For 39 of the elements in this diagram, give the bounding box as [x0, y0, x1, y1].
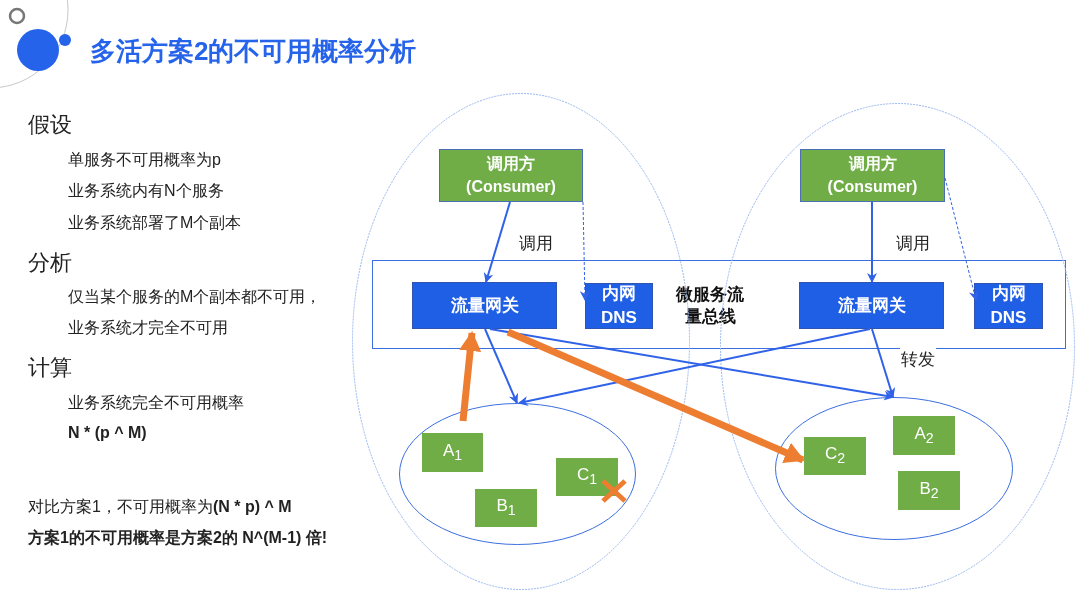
formula-text: N * (p ^ M): [68, 424, 147, 442]
replica-group-ellipse: [399, 403, 636, 545]
arrow: [484, 328, 518, 404]
section-heading: 计算: [28, 354, 72, 382]
replica-group-ellipse: [775, 397, 1013, 540]
bullet-text: 业务系统才完全不可用: [68, 318, 228, 338]
bus-label: 微服务流量总线: [675, 284, 745, 329]
arrow: [489, 328, 894, 401]
arrow: [459, 331, 482, 422]
comparison-text: 对比方案1，不可用概率为(N * p) ^ M: [28, 497, 292, 517]
replica-box: B$_{2}$: [898, 471, 960, 510]
replica-box: B$_{1}$: [475, 489, 537, 527]
replica-box: A$_{2}$: [893, 416, 955, 455]
arrow: [506, 328, 805, 464]
arrow: [867, 201, 877, 283]
arrow: [518, 328, 871, 407]
dns-box: 内网 DNS: [585, 283, 653, 329]
section-heading: 分析: [28, 249, 72, 277]
dns-box: 内网 DNS: [974, 283, 1043, 329]
arrow: [579, 201, 590, 301]
bullet-text: 业务系统内有N个服务: [68, 181, 224, 201]
bullet-text: 业务系统部署了M个副本: [68, 213, 242, 233]
arrow: [944, 177, 979, 301]
conclusion-text: 方案1的不可用概率是方案2的 N^(M-1) 倍!: [28, 528, 328, 548]
bullet-text: 单服务不可用概率为p: [68, 150, 221, 170]
bullet-text: 仅当某个服务的M个副本都不可用，: [68, 287, 322, 307]
consumer-box: 调用方 (Consumer): [439, 149, 583, 202]
replica-box: C$_{2}$: [804, 437, 866, 475]
replica-box: C$_{1}$: [556, 458, 618, 496]
replica-box: A$_{1}$: [422, 433, 483, 472]
gateway-box: 流量网关: [799, 282, 944, 329]
slide-title: 多活方案2的不可用概率分析: [90, 35, 417, 68]
edge-label: 转发: [900, 348, 936, 371]
arrow: [483, 201, 511, 283]
section-heading: 假设: [28, 111, 72, 139]
consumer-box: 调用方 (Consumer): [800, 149, 945, 202]
gateway-box: 流量网关: [412, 282, 557, 329]
arrow: [871, 328, 896, 398]
bullet-text: 业务系统完全不可用概率: [68, 393, 244, 413]
